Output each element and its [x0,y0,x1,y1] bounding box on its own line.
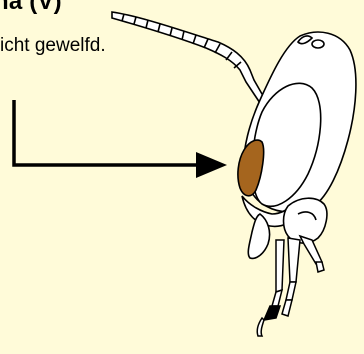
palp [257,236,324,336]
labrum [248,214,269,258]
mouthpart-base [284,198,327,243]
pointer-arrow [14,100,227,178]
antenna [112,12,268,106]
